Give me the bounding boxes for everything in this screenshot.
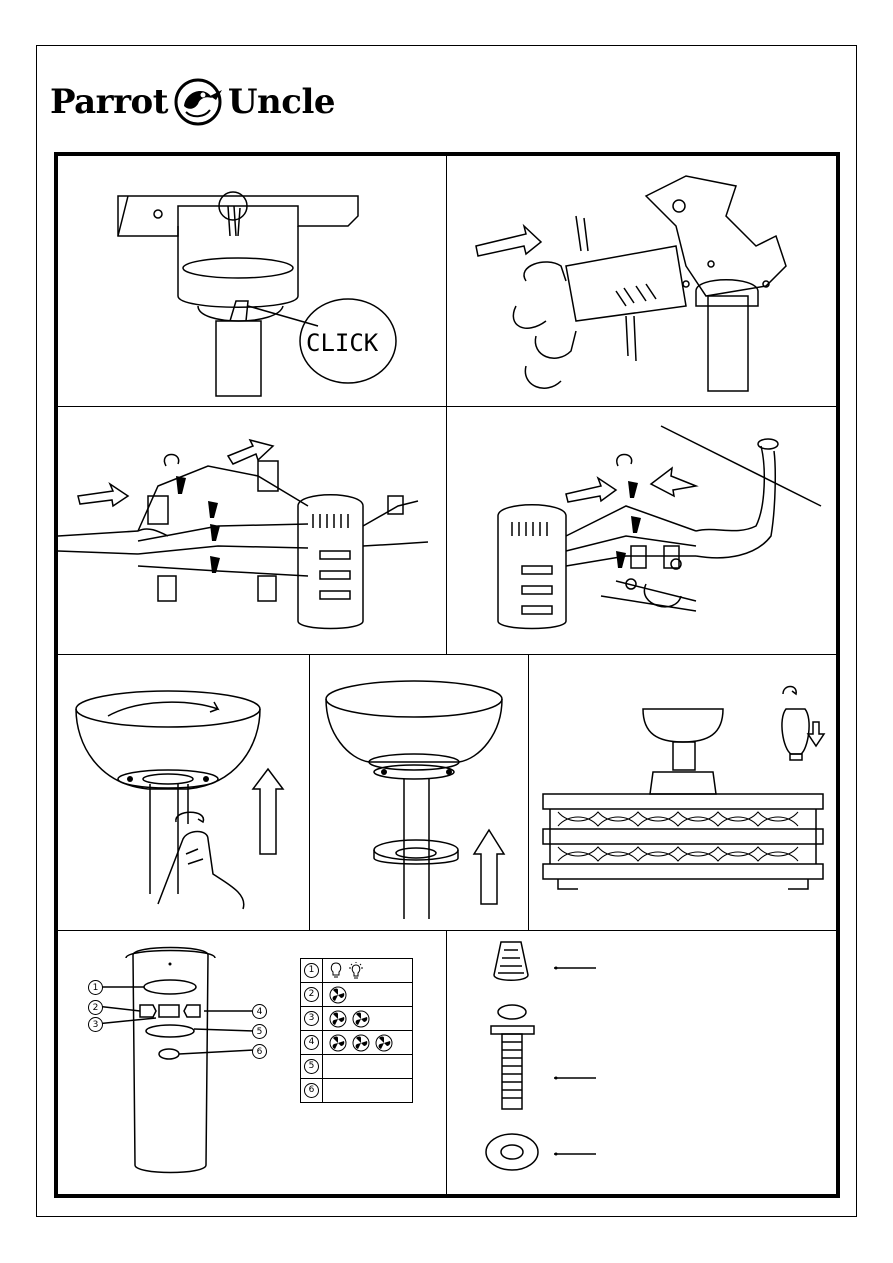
rotate-icon <box>617 454 632 466</box>
remote-label-4: 4 <box>252 1004 267 1019</box>
arrow-right-icon <box>476 226 541 256</box>
fan-speed-icon <box>352 1034 370 1052</box>
brand-left-word: Parrot <box>50 82 168 122</box>
wiring-right-illustration <box>446 406 836 654</box>
step-wiring-receiver-left <box>58 406 446 654</box>
arrow-right-icon <box>78 484 128 506</box>
legend-num-4: 4 <box>304 1035 319 1050</box>
brand-logo: Parrot Uncle <box>50 72 335 132</box>
remote-label-6: 6 <box>252 1044 267 1059</box>
fan-speed-icon <box>352 1010 370 1028</box>
hardware-illustration <box>446 930 836 1194</box>
wire-nut-icon <box>494 942 596 980</box>
parrot-emblem-icon <box>172 76 224 128</box>
bulb-icon <box>782 709 809 754</box>
insert-canopy-illustration <box>446 156 836 406</box>
fan-body-illustration <box>528 654 836 930</box>
fan-speed-icon <box>375 1034 393 1052</box>
step-insert-canopy <box>446 156 836 406</box>
screwdriver-rotate-icon <box>176 812 204 822</box>
arrow-left-icon <box>651 468 696 496</box>
fan-speed-icon <box>329 986 347 1004</box>
brand-right-word: Uncle <box>228 82 335 122</box>
legend-row-3: 3 <box>301 1007 412 1031</box>
legend-row-1: 1 <box>301 959 412 983</box>
rotate-icon <box>164 454 178 466</box>
legend-num-1: 1 <box>304 963 319 978</box>
down-arrow-icon <box>808 722 824 746</box>
legend-num-2: 2 <box>304 987 319 1002</box>
fan-speed-icon <box>329 1034 347 1052</box>
step-bracket-click: CLICK <box>58 156 446 406</box>
bulb-off-icon <box>329 962 343 980</box>
washer-icon <box>486 1134 596 1170</box>
click-callout-text: CLICK <box>306 329 379 357</box>
up-arrow-icon <box>253 769 283 854</box>
fan-speed-icon <box>329 1010 347 1028</box>
hardware-panel <box>446 930 836 1194</box>
legend-num-3: 3 <box>304 1011 319 1026</box>
ring-slide-illustration <box>309 654 528 930</box>
remote-label-1: 1 <box>88 980 103 995</box>
wiring-left-illustration <box>58 406 446 654</box>
arrow-right-icon <box>566 478 616 502</box>
canopy-rotate-illustration <box>58 654 309 930</box>
legend-num-6: 6 <box>304 1083 319 1098</box>
remote-label-2: 2 <box>88 1000 103 1015</box>
legend-row-5: 5 <box>301 1055 412 1079</box>
remote-label-3: 3 <box>88 1017 103 1032</box>
remote-label-5: 5 <box>252 1024 267 1039</box>
rotate-arrow-icon <box>108 702 218 716</box>
step-canopy-rotate <box>58 654 309 930</box>
legend-row-2: 2 <box>301 983 412 1007</box>
legend-num-5: 5 <box>304 1059 319 1074</box>
rotate-icon <box>783 687 796 695</box>
step-ring-slide <box>309 654 528 930</box>
remote-legend-table: 1 2 3 4 5 6 <box>300 958 413 1103</box>
legend-row-6: 6 <box>301 1079 412 1103</box>
bracket-click-illustration: CLICK <box>58 156 446 406</box>
step-fan-body <box>528 654 836 930</box>
screw-icon <box>491 1005 596 1109</box>
legend-row-4: 4 <box>301 1031 412 1055</box>
bulb-on-icon <box>348 962 364 980</box>
step-wiring-receiver-right <box>446 406 836 654</box>
up-arrow-icon <box>474 830 504 904</box>
